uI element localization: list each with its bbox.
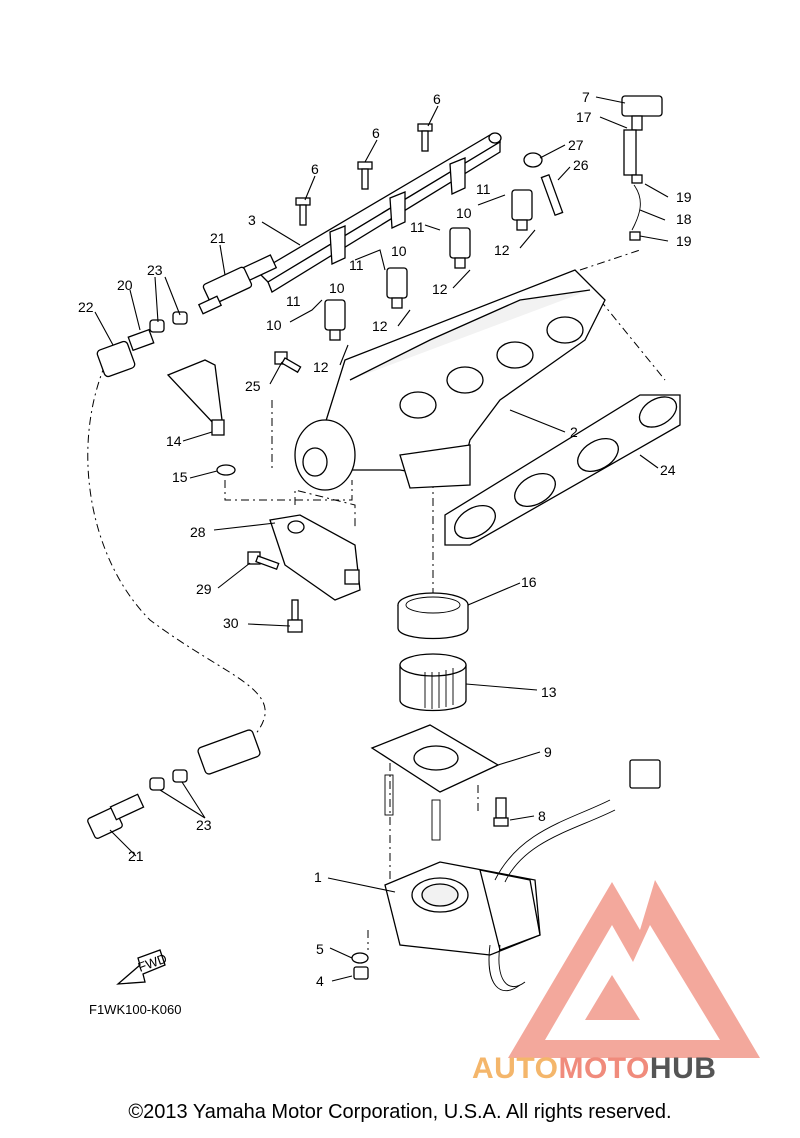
callout-10a: 10	[266, 317, 282, 333]
callout-26: 26	[573, 157, 589, 173]
callout-19a: 19	[676, 189, 692, 205]
callout-22: 22	[78, 299, 94, 315]
assembly-lines	[87, 249, 666, 950]
callout-11c: 11	[410, 219, 425, 235]
callout-23a: 23	[147, 262, 163, 278]
callout-30: 30	[223, 615, 239, 631]
callout-21b: 21	[128, 848, 144, 864]
callout-29: 29	[196, 581, 212, 597]
callout-20: 20	[117, 277, 133, 293]
callout-24: 24	[660, 462, 676, 478]
watermark-logo-triangle	[508, 880, 760, 1058]
pressure-sensor-assembly	[621, 95, 663, 241]
fuel-rail	[237, 132, 502, 293]
fwd-label: FWD	[136, 951, 169, 975]
callout-4: 4	[316, 973, 324, 989]
bracket	[247, 514, 361, 633]
callout-25: 25	[245, 378, 261, 394]
callout-12b: 12	[372, 318, 388, 334]
callout-12d: 12	[494, 242, 510, 258]
callout-15: 15	[172, 469, 188, 485]
callout-7: 7	[582, 89, 590, 105]
harness-lower	[87, 729, 261, 839]
callout-17: 17	[576, 109, 592, 125]
callout-3: 3	[248, 212, 256, 228]
seal-ring	[397, 592, 469, 640]
watermark-part-hub: HUB	[649, 1052, 717, 1085]
diagram-code: F1WK100-K060	[89, 1002, 182, 1017]
watermark-part-moto: MOTO	[558, 1052, 650, 1085]
callout-11b: 11	[349, 257, 364, 273]
callout-9: 9	[544, 744, 552, 760]
callout-6c: 6	[433, 91, 441, 107]
callout-10c: 10	[391, 243, 407, 259]
callout-11d: 11	[476, 181, 491, 197]
fwd-arrow-icon: FWD	[116, 949, 169, 985]
callout-5: 5	[316, 941, 324, 957]
callout-16: 16	[521, 574, 537, 590]
flame-arrestor	[399, 653, 467, 712]
watermark-brand: AUTOMOTOHUB	[472, 1052, 716, 1086]
callout-1: 1	[314, 869, 322, 885]
copyright-notice: ©2013 Yamaha Motor Corporation, U.S.A. A…	[128, 1101, 672, 1123]
intake-manifold	[294, 269, 606, 491]
bolts	[274, 123, 564, 374]
callout-2: 2	[570, 424, 578, 440]
callout-27: 27	[568, 137, 584, 153]
callout-6b: 6	[372, 125, 380, 141]
throttle-adapter-plate	[370, 724, 509, 841]
throttle-body	[351, 759, 661, 991]
callout-10b: 10	[329, 280, 345, 296]
callout-14: 14	[166, 433, 182, 449]
callout-6a: 6	[311, 161, 319, 177]
callout-13: 13	[541, 684, 557, 700]
callout-12a: 12	[313, 359, 329, 375]
temperature-sensor	[166, 359, 236, 476]
callout-19b: 19	[676, 233, 692, 249]
callouts: 1 2 3 4 5 6 6 6 7 8 9 10 10 10 10 11 11 …	[78, 89, 692, 989]
watermark-part-auto: AUTO	[472, 1052, 559, 1085]
callout-12c: 12	[432, 281, 448, 297]
callout-28: 28	[190, 524, 206, 540]
manifold-gasket	[444, 394, 681, 546]
callout-23b: 23	[196, 817, 212, 833]
callout-10d: 10	[456, 205, 472, 221]
callout-21a: 21	[210, 230, 226, 246]
leader-lines	[94, 96, 669, 982]
callout-8: 8	[538, 808, 546, 824]
callout-11a: 11	[286, 293, 301, 309]
injectors	[324, 189, 533, 341]
harness-left	[96, 266, 253, 378]
callout-18: 18	[676, 211, 692, 227]
